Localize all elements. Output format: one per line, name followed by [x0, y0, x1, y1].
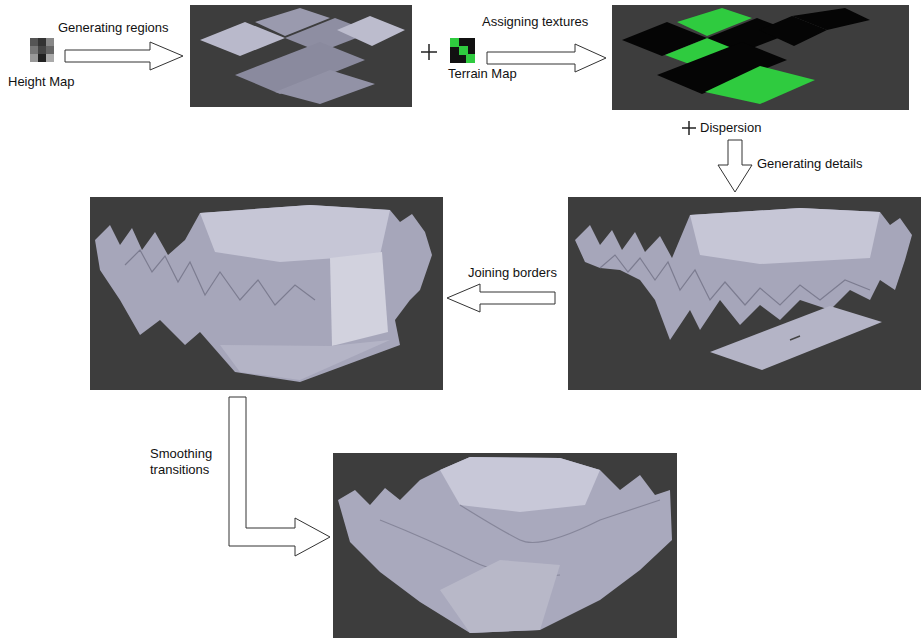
step-label: Terrain Map [448, 66, 517, 82]
step-label: Generating details [757, 156, 863, 172]
hollow-arrow [229, 397, 330, 556]
plus-sign [421, 44, 437, 60]
height-map-icon [30, 38, 54, 62]
joined-panel [90, 197, 443, 390]
step-label: Dispersion [700, 120, 761, 136]
step-label: Assigning textures [482, 14, 588, 30]
plus-sign [682, 121, 696, 135]
step-label: Height Map [8, 74, 74, 90]
step-label: Joining borders [468, 265, 557, 281]
textures-panel [612, 5, 909, 110]
smoothed-panel [333, 453, 677, 638]
terrain-map-icon [450, 38, 475, 63]
hollow-arrow [447, 284, 555, 312]
hollow-arrow [65, 42, 183, 70]
hollow-arrow [718, 140, 752, 192]
regions-panel [190, 5, 412, 107]
step-label: Smoothing transitions [150, 446, 228, 478]
details-panel [568, 197, 921, 390]
step-label: Generating regions [58, 20, 169, 36]
